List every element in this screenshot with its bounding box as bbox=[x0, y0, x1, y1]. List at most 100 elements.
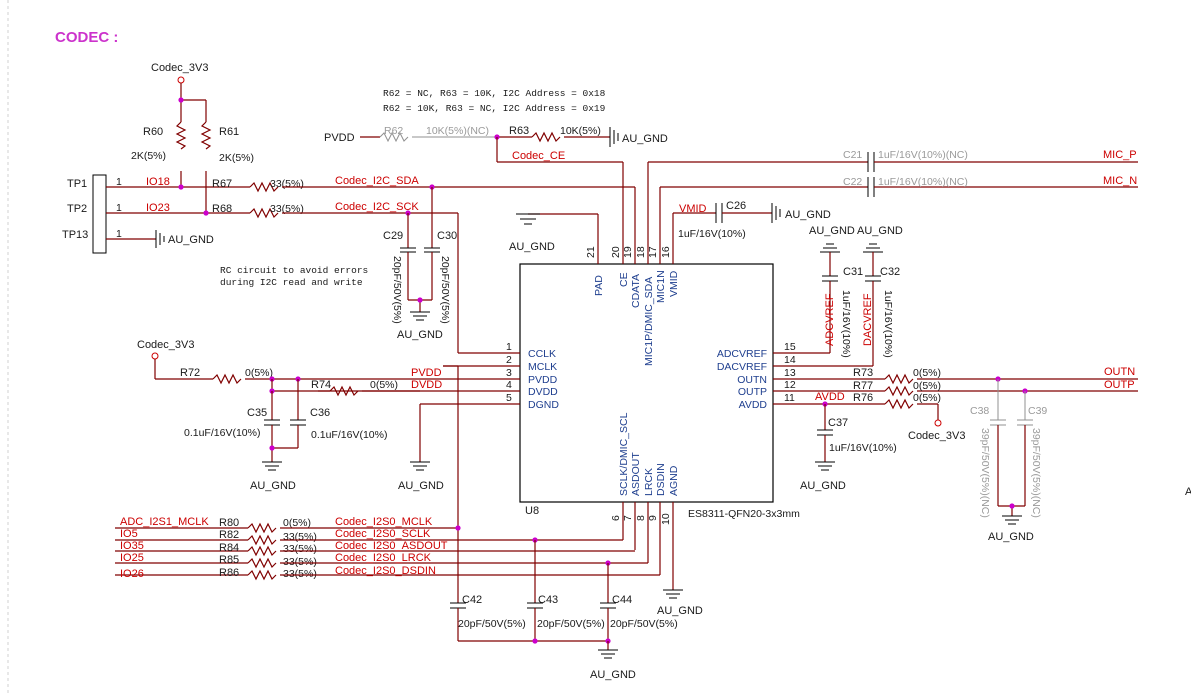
ic-pin-14-name: DACVREF bbox=[717, 361, 767, 373]
ic-pin-6-name: SCLK/DMIC_SCL bbox=[618, 412, 630, 496]
r67-value: 33(5%) bbox=[270, 178, 304, 190]
left-3v3-label: Codec_3V3 bbox=[137, 339, 195, 351]
ic-pin-17-name: MIC1N bbox=[655, 270, 667, 303]
ic-pin-5-name: DGND bbox=[528, 399, 559, 411]
c31-ground-icon bbox=[820, 243, 840, 253]
ic-pin-17-num: 17 bbox=[647, 246, 659, 258]
codec-ic-ref: U8 bbox=[525, 505, 539, 517]
r85-resistor bbox=[247, 557, 277, 569]
r82-resistor bbox=[247, 534, 277, 546]
pad-ground-icon bbox=[516, 213, 540, 225]
net-mic-p: MIC_P bbox=[1103, 149, 1137, 161]
c38-value: 39pF/50V(5%)(NC) bbox=[979, 428, 991, 518]
net-mic-n: MIC_N bbox=[1103, 175, 1137, 187]
ic-pin-14-num: 14 bbox=[784, 354, 796, 366]
c32-gnd-label: AU_GND bbox=[857, 225, 903, 237]
ic-pin-3-name: PVDD bbox=[528, 374, 558, 386]
r61-ref: R61 bbox=[219, 126, 239, 138]
r76-ref: R76 bbox=[853, 392, 873, 404]
rc-note-2: during I2C read and write bbox=[220, 277, 363, 288]
c26-gnd-label: AU_GND bbox=[785, 209, 831, 221]
io-io5: IO5 bbox=[120, 528, 138, 540]
r72-value: 0(5%) bbox=[245, 367, 273, 379]
c37-ref: C37 bbox=[828, 417, 848, 429]
c35-ref: C35 bbox=[247, 407, 267, 419]
r60-ref: R60 bbox=[143, 126, 163, 138]
tp2-pin: 1 bbox=[116, 202, 122, 214]
io-io26: IO26 bbox=[120, 568, 144, 580]
tp1-net-io18: IO18 bbox=[146, 176, 170, 188]
r72-resistor bbox=[212, 373, 242, 385]
r60-value: 2K(5%) bbox=[131, 150, 166, 162]
ic-pin-13-name: OUTN bbox=[737, 374, 767, 386]
tp1-ref: TP1 bbox=[67, 178, 87, 190]
c30-ref: C30 bbox=[437, 230, 457, 242]
r68-resistor bbox=[249, 207, 279, 219]
c26-value: 1uF/16V(10%) bbox=[678, 228, 746, 240]
r85-ref: R85 bbox=[219, 554, 239, 566]
r80-resistor bbox=[247, 522, 277, 534]
page-title: CODEC : bbox=[55, 29, 118, 46]
c29-c30-ground-icon bbox=[410, 311, 430, 321]
tp13-ground-icon bbox=[155, 230, 165, 248]
c30-value: 20pF/50V(5%) bbox=[439, 256, 451, 324]
c35-value: 0.1uF/16V(10%) bbox=[184, 427, 260, 439]
r84-resistor bbox=[247, 545, 277, 557]
tp13-gnd-label: AU_GND bbox=[168, 234, 214, 246]
net-codec-ce: Codec_CE bbox=[512, 150, 565, 162]
r60-resistor bbox=[175, 121, 187, 150]
ic-pin-7-name: ASDOUT bbox=[630, 452, 642, 496]
ic-pin-4-name: DVDD bbox=[528, 386, 558, 398]
r68-ref: R68 bbox=[212, 203, 232, 215]
ic-pin-10-num: 10 bbox=[660, 513, 672, 525]
ic-pin-4-num: 4 bbox=[506, 379, 512, 391]
rc-note-1: RC circuit to avoid errors bbox=[220, 265, 368, 276]
ic-pin-8-num: 8 bbox=[635, 515, 647, 521]
net-i2s-dsdin: Codec_I2S0_DSDIN bbox=[335, 565, 436, 577]
ic-pin-5-num: 5 bbox=[506, 392, 512, 404]
c26-ground-icon bbox=[771, 203, 781, 223]
c42-ref: C42 bbox=[462, 594, 482, 606]
c42-c44-ground-icon bbox=[598, 649, 618, 659]
c38-ref: C38 bbox=[970, 405, 989, 417]
codec-ic-body bbox=[519, 263, 774, 503]
c37-gnd-label: AU_GND bbox=[800, 480, 846, 492]
r62-ref: R62 bbox=[384, 125, 403, 137]
ic-pin-9-num: 9 bbox=[647, 515, 659, 521]
net-outp: OUTP bbox=[1104, 379, 1135, 391]
testpoint-connector bbox=[92, 174, 107, 254]
c22-value: 1uF/16V(10%)(NC) bbox=[878, 176, 968, 188]
c35-c36-gnd-label: AU_GND bbox=[250, 480, 296, 492]
r74-value: 0(5%) bbox=[370, 379, 398, 391]
ic-pin-12-num: 12 bbox=[784, 379, 796, 391]
c42-value: 20pF/50V(5%) bbox=[458, 618, 526, 630]
r76-3v3-label: Codec_3V3 bbox=[908, 430, 966, 442]
tp2-net-io23: IO23 bbox=[146, 202, 170, 214]
r73-value: 0(5%) bbox=[913, 367, 941, 379]
r61-resistor bbox=[200, 121, 212, 150]
ic-pin-8-name: LRCK bbox=[643, 468, 655, 496]
r82-ref: R82 bbox=[219, 529, 239, 541]
agnd-ground-icon bbox=[663, 589, 683, 599]
net-avdd: AVDD bbox=[815, 391, 845, 403]
r63-gnd-label: AU_GND bbox=[622, 133, 668, 145]
ic-pin-1-num: 1 bbox=[506, 341, 512, 353]
ic-pin-18-name: MIC1P/DMIC_SDA bbox=[643, 277, 655, 366]
r80-ref: R80 bbox=[219, 517, 239, 529]
c38-c39-gnd-label: AU_GND bbox=[988, 531, 1034, 543]
r77-ref: R77 bbox=[853, 380, 873, 392]
ic-pin-12-name: OUTP bbox=[738, 386, 767, 398]
net-dvdd: DVDD bbox=[411, 379, 442, 391]
r77-resistor bbox=[884, 385, 914, 397]
ic-pin-6-num: 6 bbox=[610, 515, 622, 521]
r74-resistor bbox=[329, 385, 359, 397]
ic-pin-15-num: 15 bbox=[784, 341, 796, 353]
r86-value: 33(5%) bbox=[283, 568, 317, 580]
c32-value: 1uF/16V(10%) bbox=[882, 290, 894, 358]
ic-pin-21-name: PAD bbox=[593, 275, 605, 296]
r77-value: 0(5%) bbox=[913, 380, 941, 392]
dgnd-gnd-label: AU_GND bbox=[398, 480, 444, 492]
c44-value: 20pF/50V(5%) bbox=[610, 618, 678, 630]
net-dacvref: DACVREF bbox=[862, 293, 874, 346]
c35-c36-ground-icon bbox=[262, 461, 282, 471]
